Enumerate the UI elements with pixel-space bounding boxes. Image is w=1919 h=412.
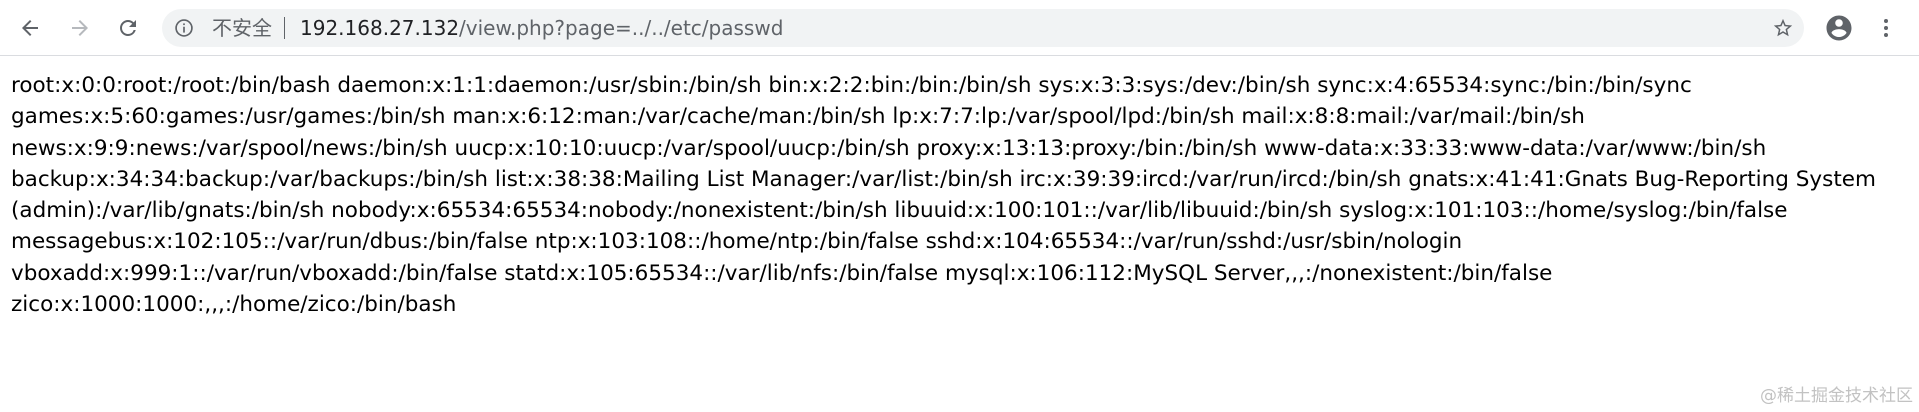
info-icon[interactable] xyxy=(174,18,194,38)
vertical-dots-icon xyxy=(1884,19,1888,37)
url-host: 192.168.27.132 xyxy=(300,16,460,40)
watermark-label: @稀土掘金技术社区 xyxy=(1760,386,1913,406)
omnibox-divider xyxy=(284,17,285,39)
reload-icon xyxy=(120,20,136,36)
back-button[interactable] xyxy=(10,8,50,48)
address-bar[interactable]: 不安全 192.168.27.132/view.php?page=../../e… xyxy=(162,9,1804,47)
forward-button[interactable] xyxy=(60,8,100,48)
menu-button[interactable] xyxy=(1866,8,1906,48)
page-body-text: root:x:0:0:root:/root:/bin/bash daemon:x… xyxy=(11,73,1876,318)
security-status-label[interactable]: 不安全 xyxy=(212,16,272,40)
reload-button[interactable] xyxy=(108,8,148,48)
url-text[interactable]: 192.168.27.132/view.php?page=../../etc/p… xyxy=(300,17,783,39)
profile-button[interactable] xyxy=(1819,8,1859,48)
account-circle-icon xyxy=(1826,15,1852,41)
arrow-left-icon xyxy=(22,20,38,36)
browser-toolbar: 不安全 192.168.27.132/view.php?page=../../e… xyxy=(0,0,1919,56)
url-path: /view.php?page=../../etc/passwd xyxy=(459,16,784,40)
star-icon[interactable] xyxy=(1772,17,1794,39)
arrow-right-icon xyxy=(72,20,88,36)
